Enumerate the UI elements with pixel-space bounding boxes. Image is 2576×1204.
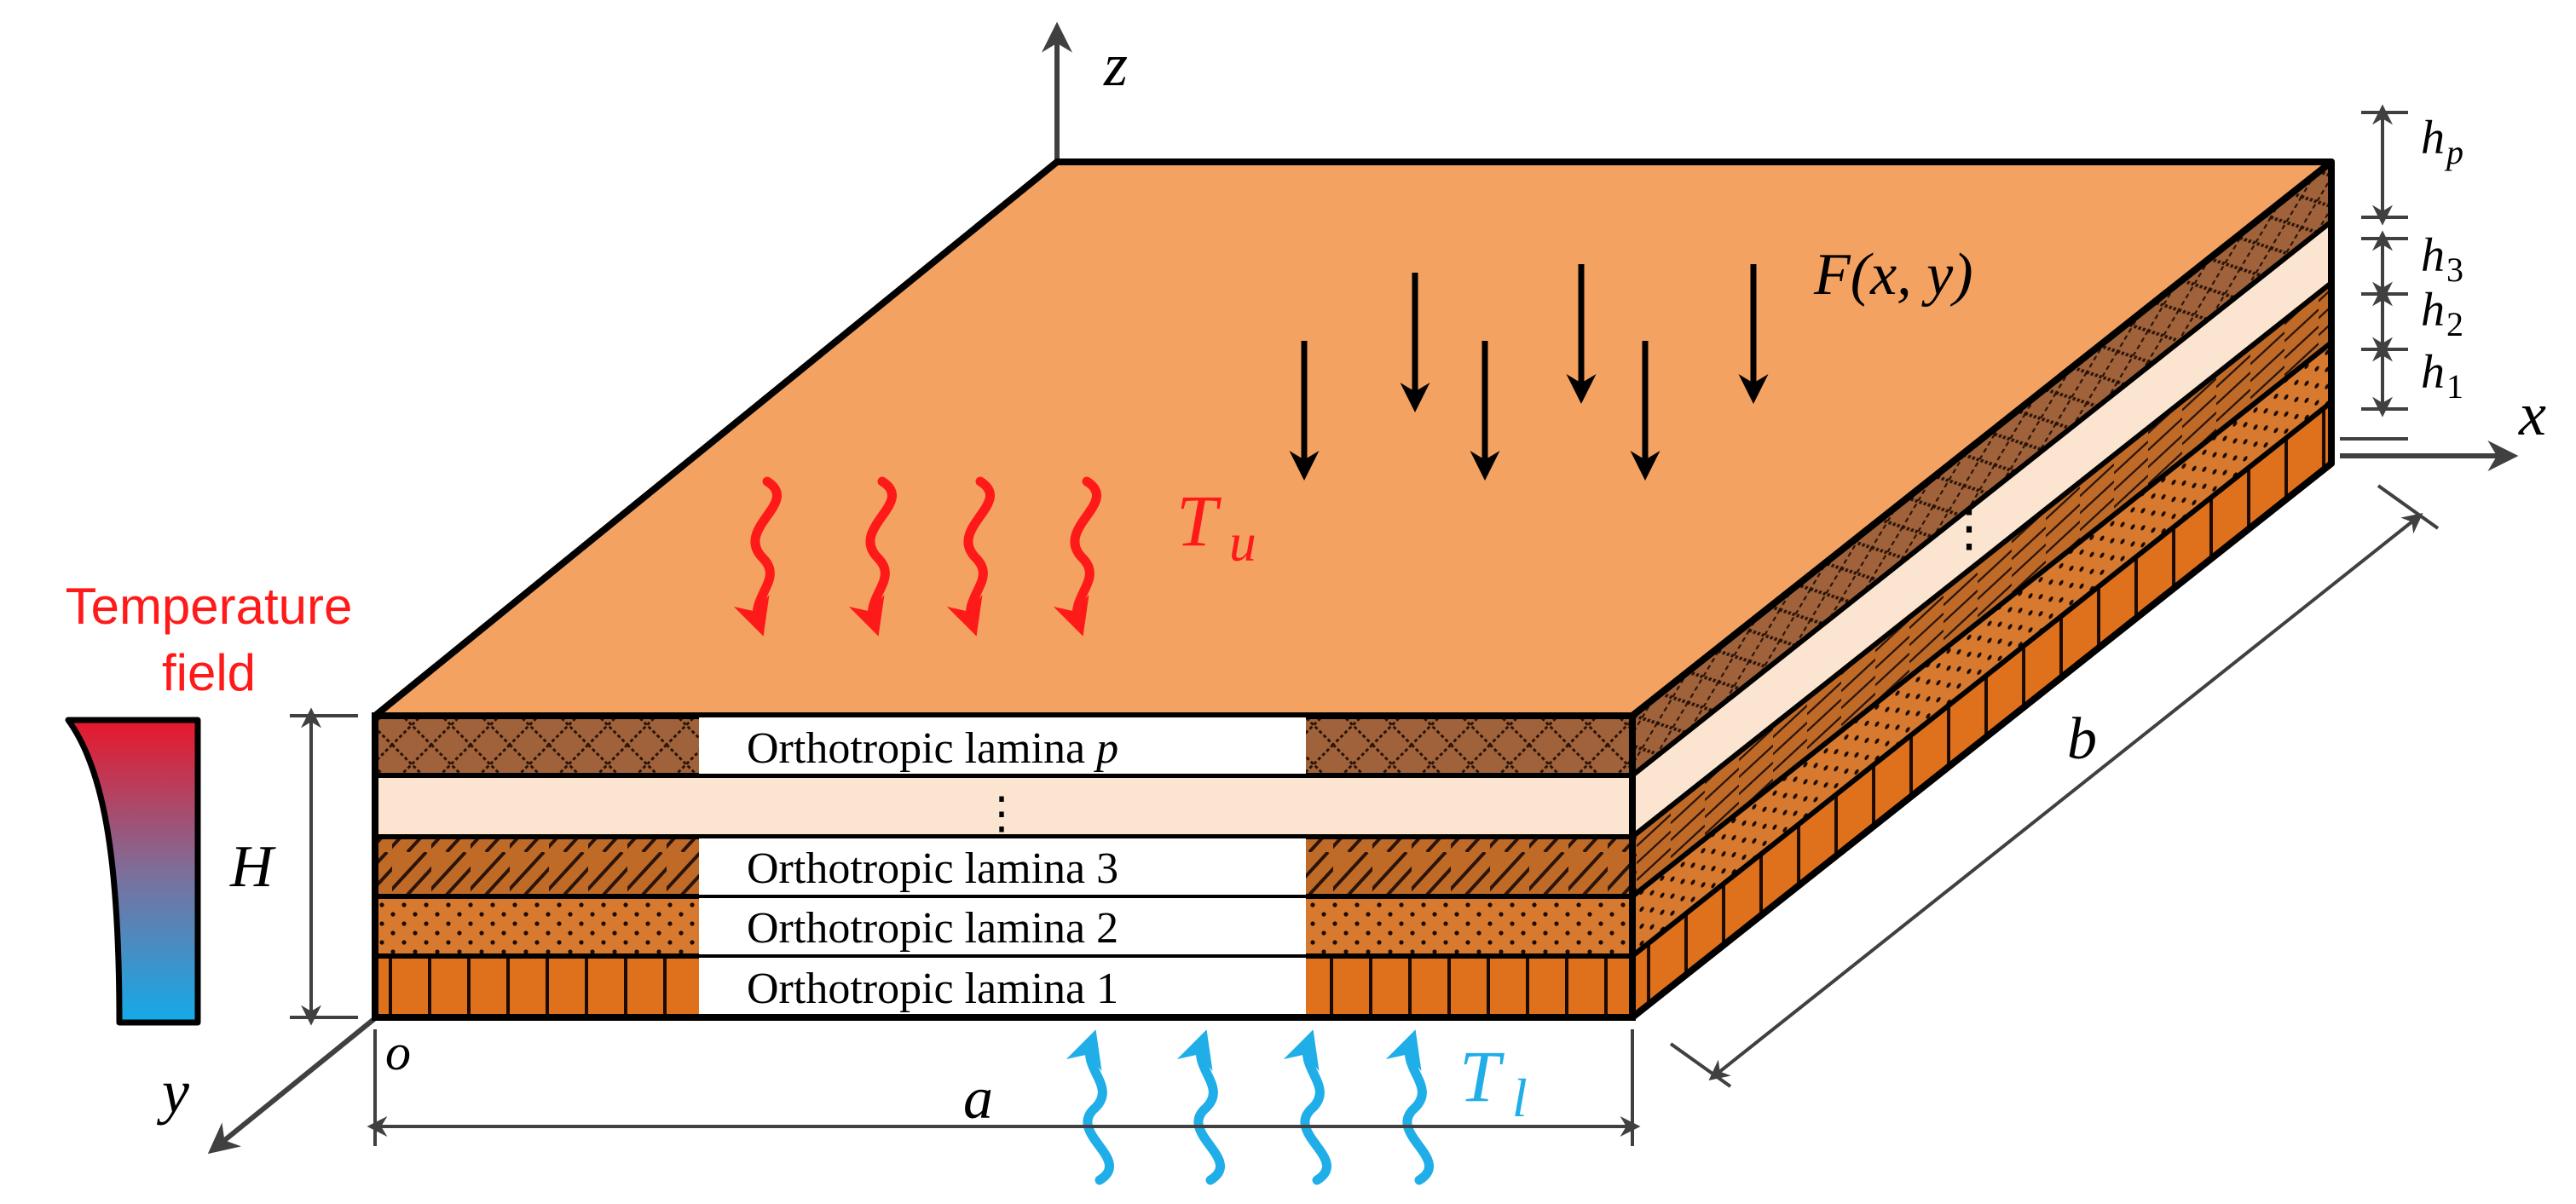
label-origin: o	[385, 1024, 411, 1080]
label-lamina-3: Orthotropic lamina 3	[747, 844, 1118, 893]
heat-arrow-upper	[946, 476, 995, 637]
label-lamina-1: Orthotropic lamina 1	[747, 965, 1118, 1013]
heat-arrow-lower	[1283, 1029, 1331, 1185]
heat-arrow-lower	[1066, 1029, 1114, 1185]
legend-title-line2: field	[162, 644, 256, 701]
load-arrows	[1289, 264, 1769, 481]
upper-heat-arrows	[733, 476, 1101, 637]
label-y: y	[156, 1057, 189, 1126]
label-a: a	[963, 1066, 993, 1132]
heat-arrow-lower	[1176, 1029, 1225, 1185]
coordinate-axes	[207, 21, 2519, 1155]
label-h3: h3	[2421, 229, 2463, 289]
lamina-gap-front	[375, 775, 1632, 837]
dimension-b	[1708, 513, 2423, 1080]
heat-arrow-upper	[733, 476, 782, 637]
heat-arrow-lower	[1385, 1029, 1434, 1185]
label-lamina-dots: ⋮	[979, 790, 1024, 838]
label-lamina-2: Orthotropic lamina 2	[747, 904, 1118, 953]
axis-labels: z x y o	[156, 31, 2546, 1126]
label-z: z	[1103, 31, 1128, 99]
lower-heat-arrows	[1066, 1029, 1434, 1185]
legend-title-line1: Temperature	[66, 578, 353, 635]
label-hp: hp	[2421, 112, 2463, 171]
load-label: F(x, y)	[1813, 242, 1973, 308]
lamina-labels: Orthotropic lamina p ⋮ Orthotropic lamin…	[699, 717, 1306, 1014]
label-b: b	[2067, 706, 2097, 772]
heat-arrow-upper	[1053, 476, 1101, 637]
label-h2: h2	[2421, 284, 2463, 343]
temperature-field-legend: Temperature field	[65, 578, 353, 1026]
dimension-labels: a b H hp h3 h2 h1	[229, 112, 2463, 1132]
side-dots: ⋮	[1944, 500, 1995, 556]
label-x: x	[2518, 380, 2546, 448]
label-lamina-p: Orthotropic lamina p	[747, 724, 1118, 773]
dimension-lines	[290, 104, 2440, 1146]
temperature-gradient-shape	[65, 717, 201, 1026]
y-axis	[207, 1016, 377, 1155]
heat-arrow-upper	[848, 476, 897, 637]
label-h1: h1	[2421, 346, 2463, 406]
label-H: H	[229, 834, 276, 900]
